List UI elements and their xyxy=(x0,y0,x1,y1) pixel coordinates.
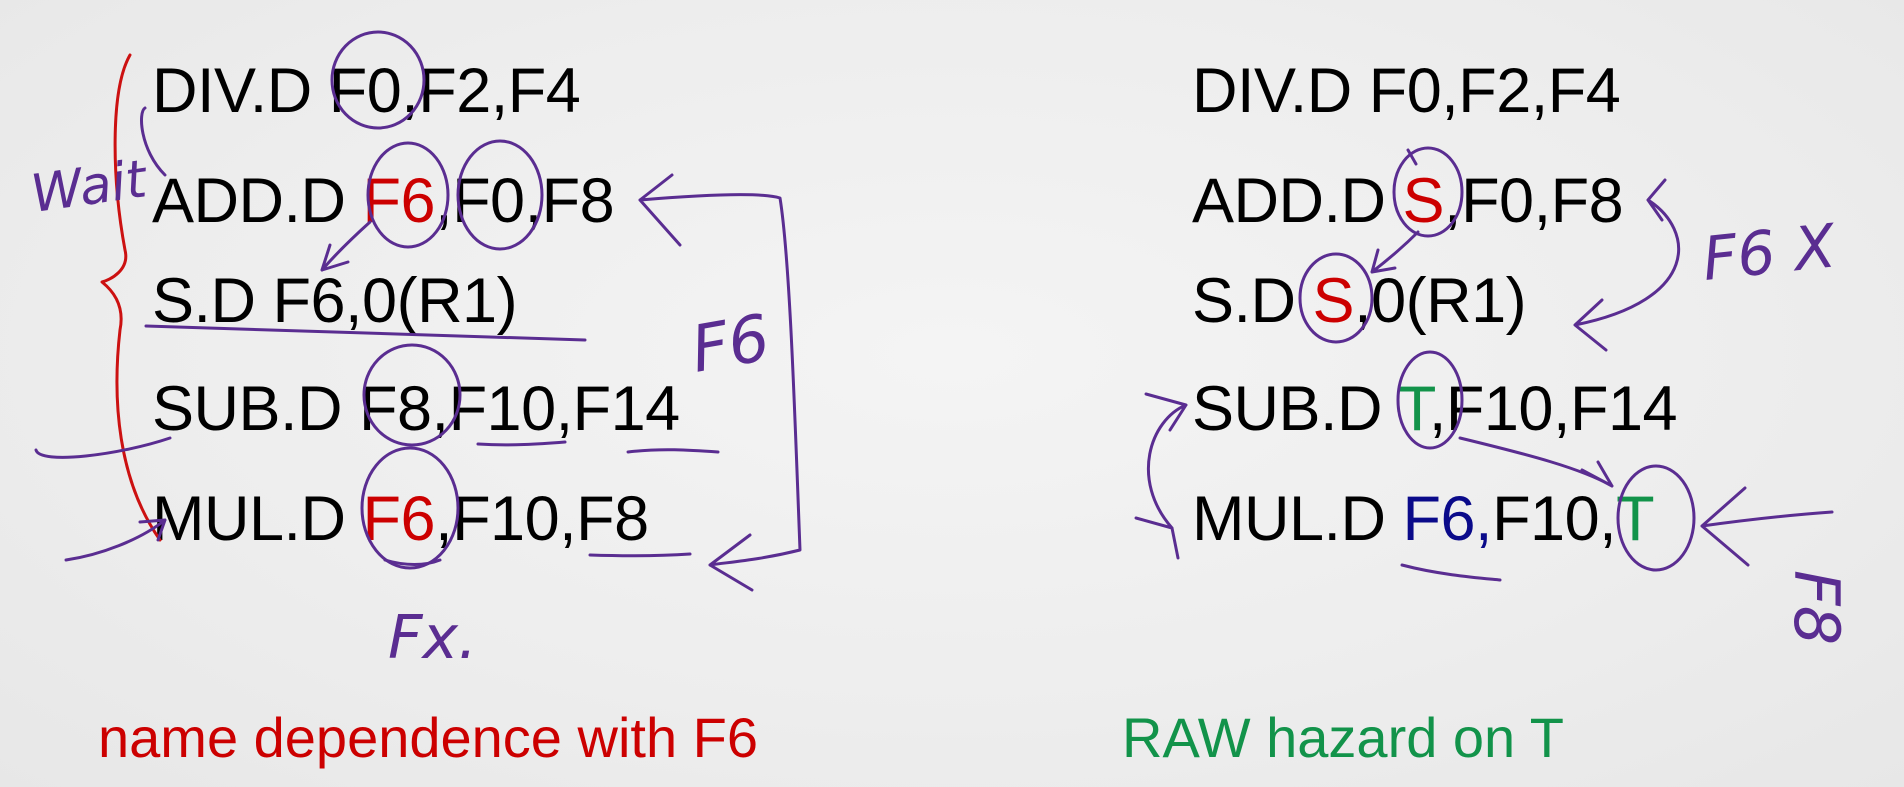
left-line-5-dest-register: F6 xyxy=(362,484,436,554)
right-line-5-seg-1: MUL.D xyxy=(1192,484,1403,554)
left-line-3: S.D F6,0(R1) xyxy=(152,270,518,333)
underline-mul-f6-right xyxy=(1400,563,1502,582)
fx-note: Fx. xyxy=(388,603,477,673)
right-line-4: SUB.D T,F10,F14 xyxy=(1192,378,1678,441)
arrow-right-t-to-t xyxy=(1458,436,1614,488)
left-caption: name dependence with F6 xyxy=(98,706,758,769)
right-line-5-seg-3: F10, xyxy=(1492,484,1617,554)
underline-mul-f8 xyxy=(588,552,692,558)
left-line-3-seg-1: S.D F6,0(R1) xyxy=(152,266,518,336)
right-line-5-renamed-register: T xyxy=(1616,484,1655,554)
right-line-2-renamed-register: S xyxy=(1402,166,1445,236)
right-line-4-renamed-register: T xyxy=(1397,374,1430,444)
right-line-3: S.D S,0(R1) xyxy=(1192,270,1527,333)
left-line-4-seg-1: SUB.D F8,F10,F14 xyxy=(152,374,680,444)
right-line-1-seg-1: DIV.D F0,F2,F4 xyxy=(1192,56,1621,126)
strike-sub-left xyxy=(34,436,172,459)
left-line-1: DIV.D F0,F2,F4 xyxy=(152,60,581,123)
f6-left-note: F6 xyxy=(686,301,775,387)
right-line-5-dest-register: F6, xyxy=(1402,484,1493,554)
underline-mul-f6 xyxy=(383,558,442,566)
right-line-5: MUL.D F6,F10,T xyxy=(1192,488,1655,551)
right-line-3-seg-1: S.D xyxy=(1192,266,1313,336)
arrow-into-mul-t xyxy=(1700,486,1834,567)
f8-note: F8 xyxy=(1780,570,1853,645)
left-line-4: SUB.D F8,F10,F14 xyxy=(152,378,680,441)
left-line-1-seg-1: DIV.D F0,F2,F4 xyxy=(152,56,581,126)
arrow-to-mul-left xyxy=(64,518,167,562)
underline-sub-f14 xyxy=(626,448,720,454)
right-line-4-seg-3: ,F10,F14 xyxy=(1428,374,1678,444)
left-line-2-seg-1: ADD.D xyxy=(152,166,363,236)
left-line-5-seg-1: MUL.D xyxy=(152,484,363,554)
right-caption: RAW hazard on T xyxy=(1122,706,1564,769)
right-line-3-seg-3: ,0(R1) xyxy=(1354,266,1527,336)
left-line-2-dest-register: F6 xyxy=(362,166,436,236)
right-line-4-seg-1: SUB.D xyxy=(1192,374,1398,444)
left-line-2-seg-3: ,F0,F8 xyxy=(435,166,615,236)
f6x-note: F6 X xyxy=(1699,211,1840,295)
right-line-3-renamed-register: S xyxy=(1312,266,1355,336)
left-line-2: ADD.D F6,F0,F8 xyxy=(152,170,615,233)
loop-arrow-right xyxy=(1134,392,1188,560)
left-line-5-seg-3: ,F10,F8 xyxy=(435,484,649,554)
wait-note: Wait xyxy=(27,149,151,225)
right-line-1: DIV.D F0,F2,F4 xyxy=(1192,60,1621,123)
right-line-2-seg-1: ADD.D xyxy=(1192,166,1403,236)
right-line-2-seg-3: ,F0,F8 xyxy=(1444,166,1624,236)
right-line-2: ADD.D S,F0,F8 xyxy=(1192,170,1624,233)
left-line-5: MUL.D F6,F10,F8 xyxy=(152,488,649,551)
